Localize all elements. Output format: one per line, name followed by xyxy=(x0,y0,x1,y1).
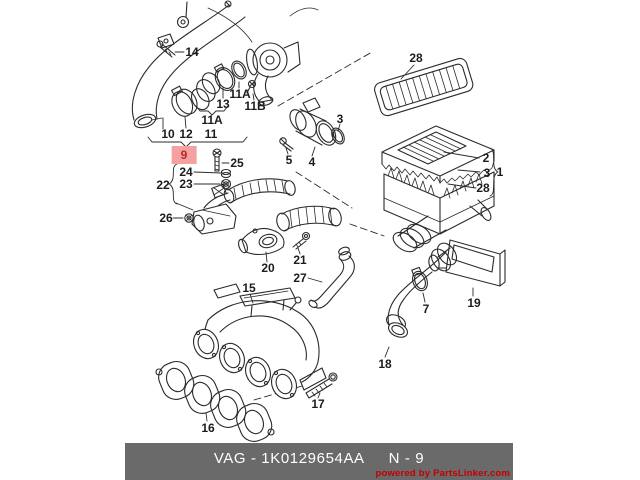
air-cleaner-housing-drawing xyxy=(381,125,495,253)
part-label-12[interactable]: 12 xyxy=(179,127,193,141)
part-label-15[interactable]: 15 xyxy=(242,281,256,295)
diagram-line-art xyxy=(131,0,506,442)
air-filter-28-drawing xyxy=(374,57,474,117)
footer-main-text: VAG - 1K0129654AA N - 9 xyxy=(125,450,513,467)
hose-27-drawing xyxy=(308,246,355,309)
gasket-16-drawing xyxy=(155,360,275,442)
bolt-21-drawing xyxy=(292,231,311,250)
part-label-13[interactable]: 13 xyxy=(216,97,230,111)
part-label-27[interactable]: 27 xyxy=(293,271,307,285)
part-label-11A[interactable]: 11A xyxy=(229,87,251,101)
part-label-1[interactable]: 1 xyxy=(496,165,504,179)
part-label-2[interactable]: 2 xyxy=(482,151,490,165)
bolt-17-drawing xyxy=(305,372,338,399)
part-label-19[interactable]: 19 xyxy=(467,296,481,310)
o-ring-11A-drawing xyxy=(231,60,247,80)
part-label-11A[interactable]: 11A xyxy=(201,113,223,127)
nut-26-drawing xyxy=(184,213,194,223)
intake-manifold-15-drawing xyxy=(192,283,327,400)
part-label-4[interactable]: 4 xyxy=(308,155,316,169)
part-label-25[interactable]: 25 xyxy=(230,156,244,170)
intake-hose-18-drawing xyxy=(385,242,458,338)
turbocharger-drawing xyxy=(246,41,301,106)
part-label-9[interactable]: 9 xyxy=(171,146,197,164)
clamp-11-drawing xyxy=(213,63,236,91)
o-ring-3-drawing xyxy=(331,127,345,145)
part-label-18[interactable]: 18 xyxy=(378,357,392,371)
catalog-footer-bar: VAG - 1K0129654AA N - 9 powered by Parts… xyxy=(125,443,513,480)
flat-duct-support-drawing xyxy=(191,203,237,235)
screw-25-drawing xyxy=(212,148,222,172)
part-label-7[interactable]: 7 xyxy=(422,302,430,316)
part-label-11B[interactable]: 11B xyxy=(244,99,266,113)
part-label-14[interactable]: 14 xyxy=(185,45,199,59)
part-label-22[interactable]: 22 xyxy=(156,178,170,192)
part-label-21[interactable]: 21 xyxy=(293,253,307,267)
clamp-7-drawing xyxy=(411,266,428,292)
nut-23-drawing xyxy=(220,178,232,190)
part-label-5[interactable]: 5 xyxy=(285,153,293,167)
partslinker-credit[interactable]: powered by PartsLinker.com xyxy=(375,468,510,479)
part-label-26[interactable]: 26 xyxy=(159,211,173,225)
intake-hose-10-drawing xyxy=(131,0,319,129)
part-label-10[interactable]: 10 xyxy=(161,127,175,141)
washer-24-drawing xyxy=(220,168,232,179)
corrugated-hose-upper-drawing xyxy=(203,178,296,215)
footer-page-ref: N - 9 xyxy=(388,450,425,467)
part-label-28[interactable]: 28 xyxy=(476,181,490,195)
part-label-3[interactable]: 3 xyxy=(483,166,491,180)
part-label-20[interactable]: 20 xyxy=(261,261,275,275)
corrugated-hose-lower-drawing xyxy=(276,205,342,232)
part-label-24[interactable]: 24 xyxy=(179,165,193,179)
leader-lines xyxy=(147,51,499,422)
part-label-11[interactable]: 11 xyxy=(204,127,218,141)
part-label-16[interactable]: 16 xyxy=(201,421,215,435)
part-label-23[interactable]: 23 xyxy=(179,177,193,191)
screw-5-drawing xyxy=(279,137,294,152)
footer-part-number: VAG - 1K0129654AA xyxy=(213,450,365,467)
screw-14-drawing xyxy=(156,40,176,58)
air-duct-19-drawing xyxy=(428,239,506,287)
part-label-17[interactable]: 17 xyxy=(311,397,325,411)
clamp-12-drawing xyxy=(171,85,198,117)
part-label-28[interactable]: 28 xyxy=(409,51,423,65)
part-label-3[interactable]: 3 xyxy=(336,112,344,126)
elbow-pipe-20-drawing xyxy=(237,227,285,256)
